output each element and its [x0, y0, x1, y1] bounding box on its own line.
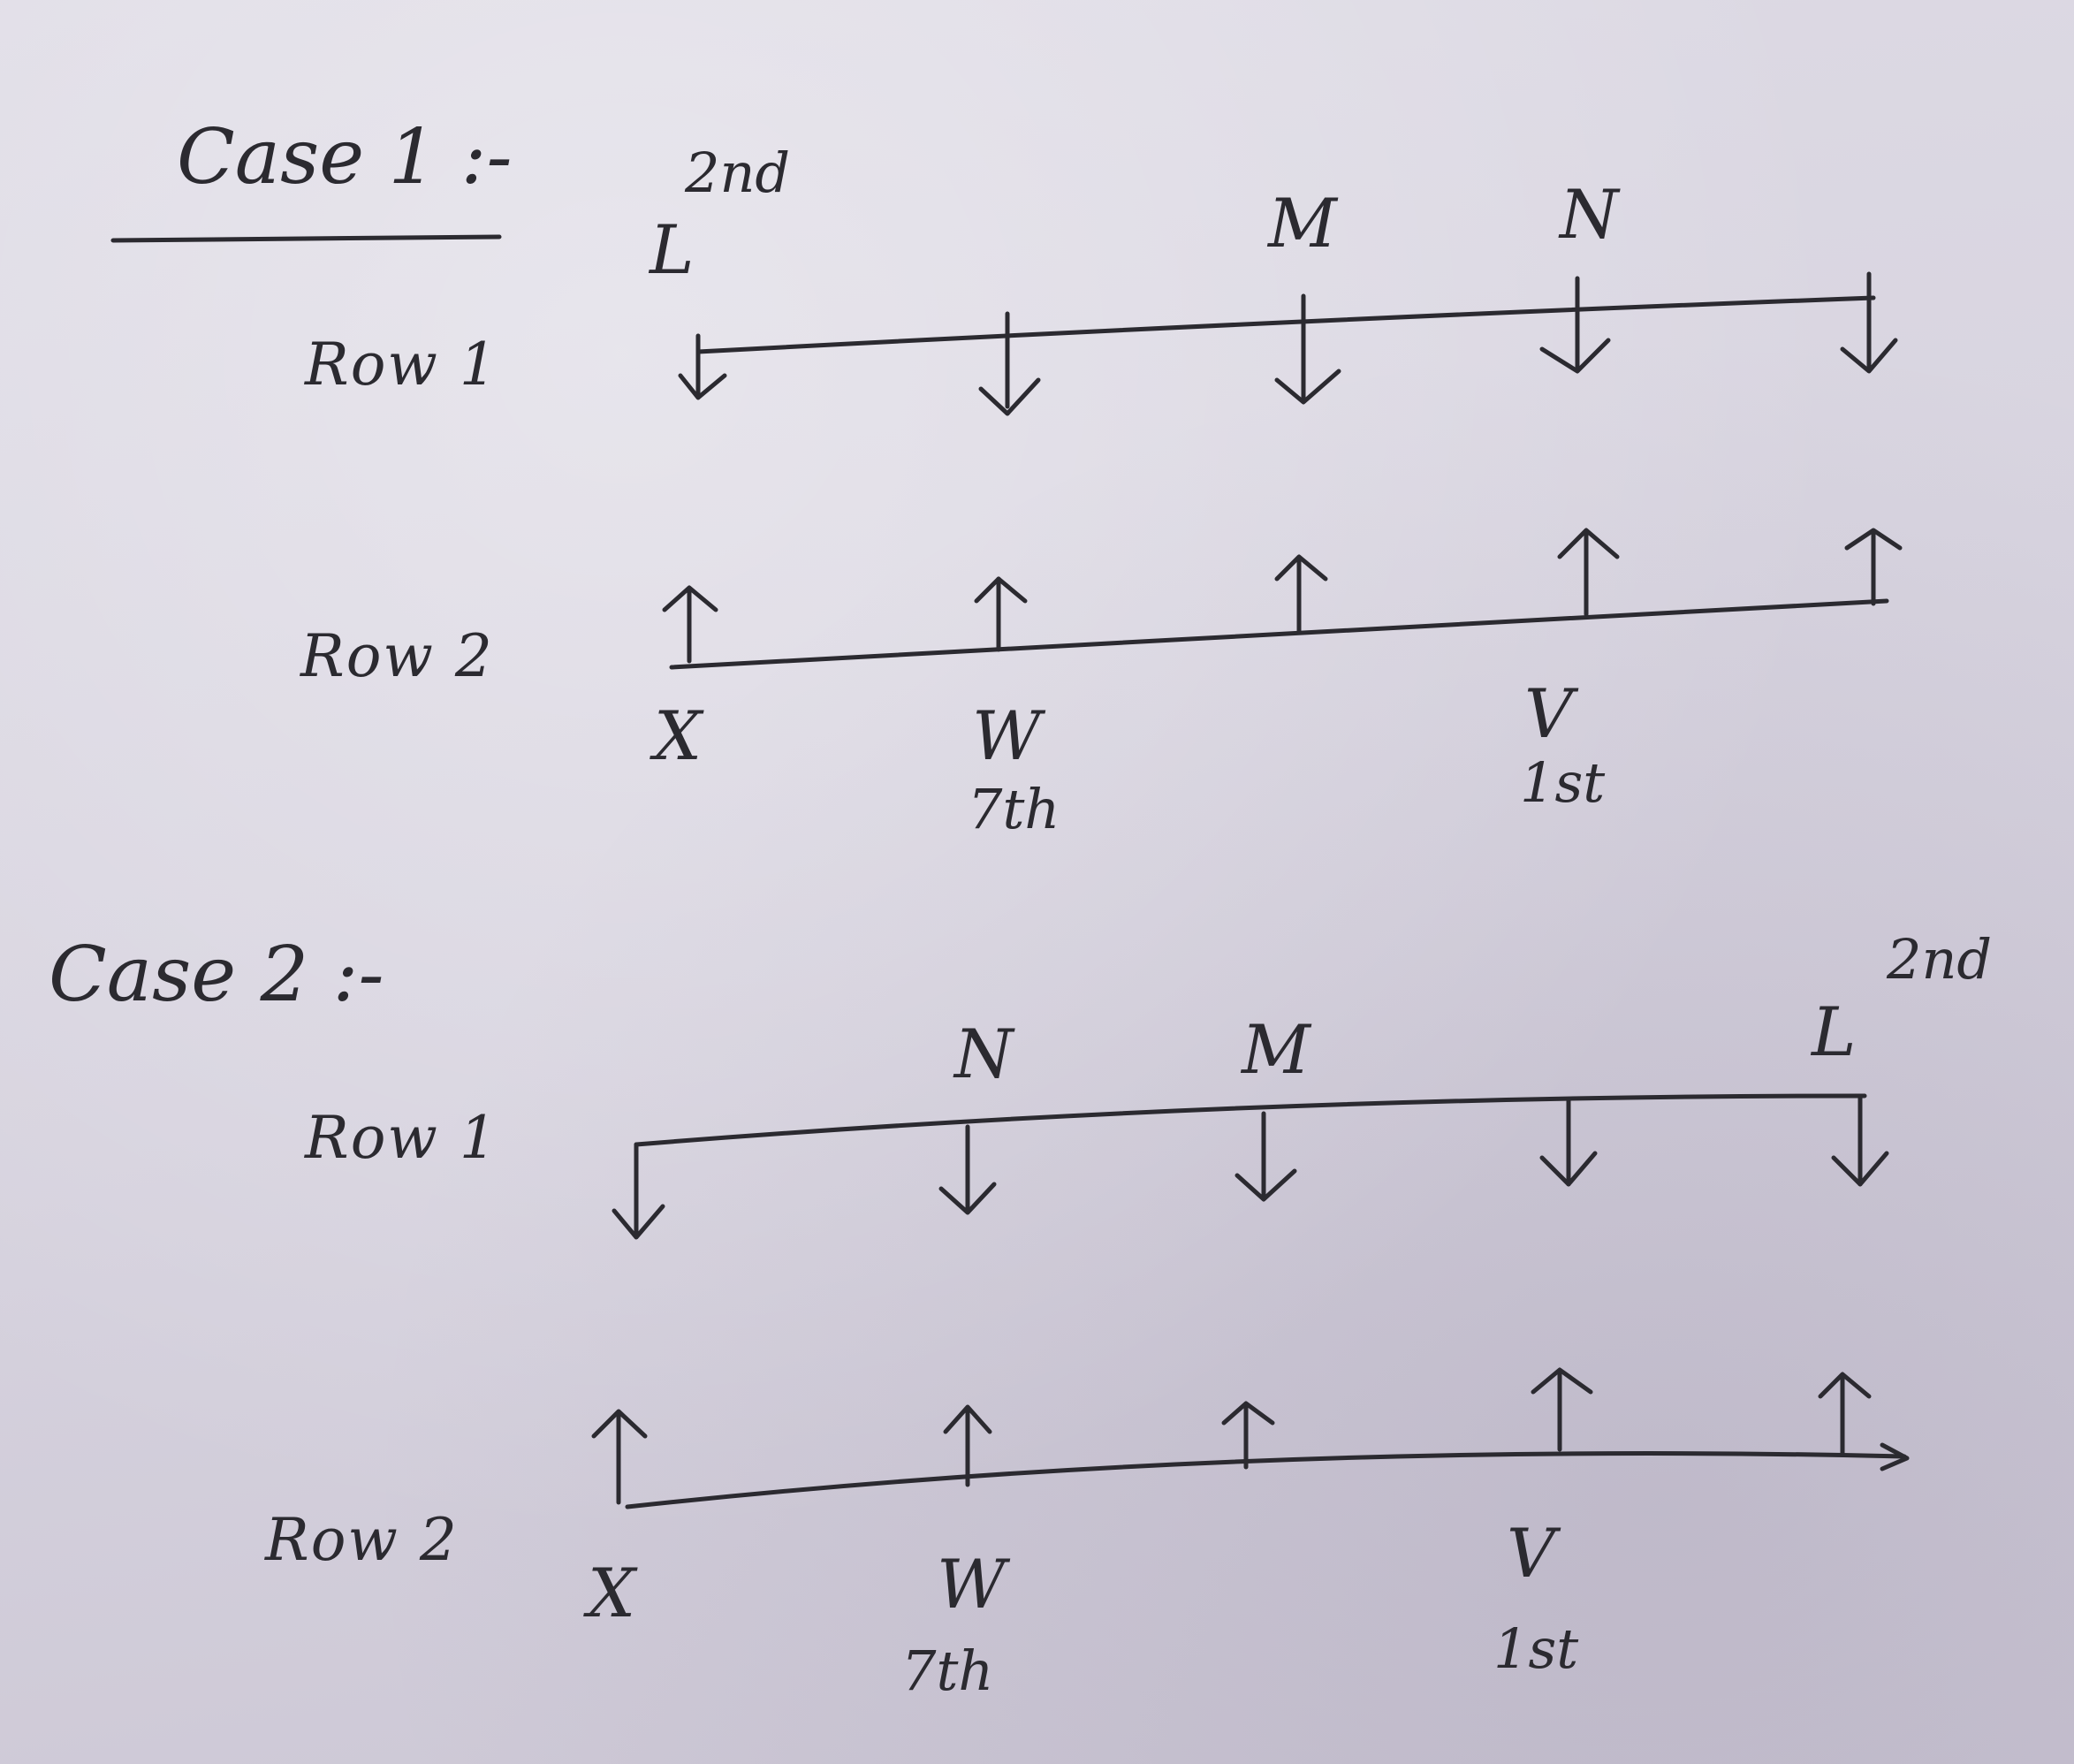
down-arrow-icon — [938, 1124, 997, 1215]
case2-row2-label-x: X — [588, 1554, 636, 1632]
down-arrow-icon — [1235, 1111, 1297, 1202]
up-arrow-icon — [591, 1409, 648, 1505]
case1-row1-ordinal: 2nd — [685, 141, 791, 205]
case1-title-underline — [110, 234, 502, 243]
case1-row2-up-arrows — [662, 528, 1903, 664]
case1-row2-ordinal-1st: 1st — [1520, 750, 1606, 815]
case2-row2-line — [625, 1451, 1907, 1509]
case1-row1-label-n: N — [1560, 175, 1619, 254]
up-arrow-icon — [943, 1404, 992, 1487]
up-arrow-icon — [1557, 528, 1620, 617]
case2-row2-line-end-arrow — [1880, 1442, 1910, 1471]
up-arrow-icon — [1221, 1401, 1275, 1470]
case2-row2-ordinal-1st: 1st — [1493, 1616, 1579, 1681]
up-arrow-icon — [1531, 1367, 1593, 1452]
case1-row1-label-m: M — [1268, 184, 1337, 262]
case1-row2-label-v: V — [1524, 674, 1573, 753]
case1-row2-label: Row 2 — [300, 622, 494, 690]
case2-row1-ordinal: 2nd — [1887, 927, 1993, 992]
case1-row2-label-x: X — [654, 696, 703, 775]
down-arrow-icon — [978, 311, 1041, 416]
up-arrow-icon — [1818, 1372, 1872, 1456]
down-arrow-icon — [1274, 293, 1341, 405]
up-arrow-icon — [662, 585, 718, 664]
down-arrow-icon — [612, 1142, 665, 1240]
case2-row1-line — [634, 1093, 1867, 1147]
case1-row1-label: Row 1 — [305, 331, 498, 399]
down-arrow-icon — [678, 333, 727, 400]
case2-row1-label-l: L — [1812, 992, 1857, 1071]
case2-row1-label-n: N — [954, 1015, 1014, 1093]
case1-row1-down-arrows — [678, 271, 1898, 416]
case1-row2-ordinal-7th: 7th — [968, 777, 1060, 841]
case1-row1-label-l: L — [650, 210, 695, 289]
case1-title: Case 1 :- — [177, 113, 513, 201]
case1-row2-line — [669, 598, 1889, 670]
up-arrow-icon — [974, 576, 1028, 652]
up-arrow-icon — [1274, 554, 1328, 635]
down-arrow-icon — [1539, 1098, 1598, 1187]
case2-row1-label-m: M — [1242, 1010, 1310, 1089]
case2-row1-label: Row 1 — [305, 1104, 498, 1172]
down-arrow-icon — [1840, 271, 1898, 374]
case2-row2-ordinal-7th: 7th — [901, 1639, 994, 1703]
case2-row2-label-v: V — [1507, 1514, 1555, 1593]
case1-row1-line — [695, 295, 1876, 354]
case2-row2-label: Row 2 — [265, 1506, 459, 1574]
case2-row2-up-arrows — [591, 1367, 1872, 1505]
case2-title: Case 2 :- — [49, 931, 384, 1019]
case2-row2-label-w: W — [937, 1545, 1007, 1623]
case2-row1-down-arrows — [612, 1093, 1889, 1240]
case1-row2-label-w: W — [972, 696, 1042, 775]
down-arrow-icon — [1539, 276, 1611, 374]
down-arrow-icon — [1831, 1093, 1889, 1187]
up-arrow-icon — [1844, 528, 1903, 606]
